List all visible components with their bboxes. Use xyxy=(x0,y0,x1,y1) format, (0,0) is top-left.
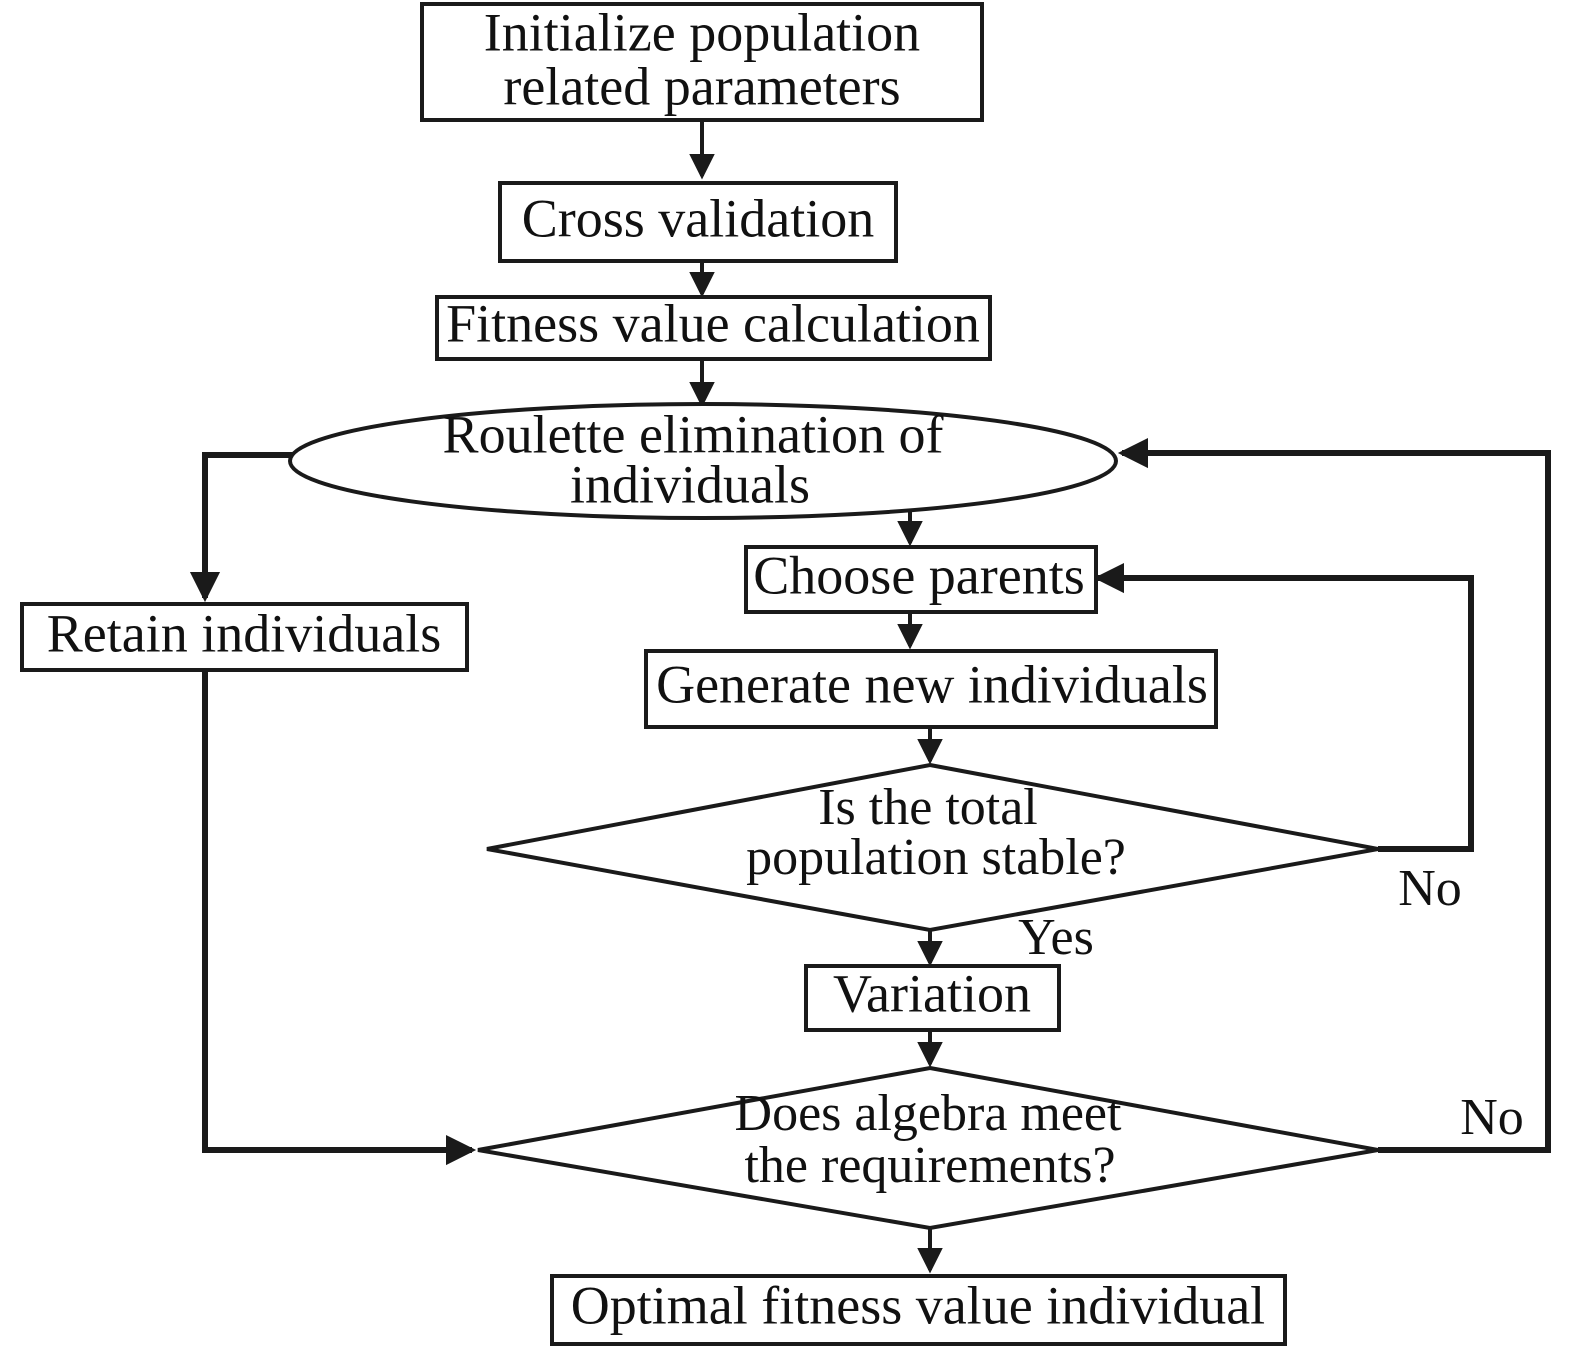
node-variation[interactable]: Variation xyxy=(804,963,1061,1032)
node-population-stable-decision-label-line2: population stable? xyxy=(746,829,1126,886)
edge-retain-to-requirements-decision xyxy=(202,668,477,1166)
node-algebra-requirements-decision-label-line1: Does algebra meet xyxy=(735,1085,1122,1142)
node-initialize-label-line1: Initialize population xyxy=(484,2,920,62)
node-roulette-elimination[interactable]: Roulette elimination of individuals xyxy=(288,402,1118,520)
node-optimal-fitness-individual[interactable]: Optimal fitness value individual xyxy=(550,1274,1287,1346)
edge-requirements-no-to-roulette xyxy=(1117,437,1551,1153)
node-variation-box[interactable] xyxy=(804,964,1061,1032)
node-roulette-elimination-label-line2: individuals xyxy=(570,454,810,514)
node-choose-parents-label: Choose parents xyxy=(753,545,1084,605)
edge-label-stable-no: No xyxy=(1398,860,1462,917)
node-retain-individuals[interactable]: Retain individuals xyxy=(20,602,469,672)
node-algebra-requirements-decision[interactable]: Does algebra meet the requirements? xyxy=(477,1065,1379,1231)
node-generate-new-individuals-label: Generate new individuals xyxy=(656,654,1208,714)
node-optimal-fitness-individual-box[interactable] xyxy=(550,1274,1287,1346)
node-initialize[interactable]: Initialize population related parameters xyxy=(420,2,984,122)
node-generate-new-individuals[interactable]: Generate new individuals xyxy=(644,649,1218,729)
node-cross-validation-label: Cross validation xyxy=(522,188,874,248)
node-algebra-requirements-decision-label-line2: the requirements? xyxy=(744,1137,1115,1194)
edge-label-requirements-no: No xyxy=(1460,1089,1524,1146)
edge-stable-no-to-choose-parents xyxy=(1093,562,1474,852)
node-population-stable-decision[interactable]: Is the total population stable? xyxy=(486,762,1379,933)
node-choose-parents[interactable]: Choose parents xyxy=(744,545,1098,614)
node-population-stable-decision-diamond[interactable] xyxy=(486,762,1379,933)
node-initialize-label-line2: related parameters xyxy=(503,56,900,116)
node-population-stable-decision-label-line1: Is the total xyxy=(818,779,1038,836)
node-roulette-elimination-ellipse[interactable] xyxy=(288,402,1118,520)
node-algebra-requirements-decision-diamond[interactable] xyxy=(477,1065,1379,1231)
node-roulette-elimination-label-line1: Roulette elimination of xyxy=(443,404,944,464)
node-optimal-fitness-individual-label: Optimal fitness value individual xyxy=(571,1275,1265,1335)
node-retain-individuals-box[interactable] xyxy=(20,602,469,672)
node-retain-individuals-label: Retain individuals xyxy=(47,603,441,663)
node-fitness-value-calculation[interactable]: Fitness value calculation xyxy=(435,293,992,361)
node-fitness-value-calculation-box[interactable] xyxy=(435,295,992,361)
node-choose-parents-box[interactable] xyxy=(744,545,1098,614)
node-cross-validation-box[interactable] xyxy=(498,181,898,263)
node-variation-label: Variation xyxy=(833,963,1031,1023)
node-generate-new-individuals-box[interactable] xyxy=(644,649,1218,729)
edge-label-stable-yes: Yes xyxy=(1018,909,1094,966)
node-initialize-box[interactable] xyxy=(420,2,984,122)
node-cross-validation[interactable]: Cross validation xyxy=(498,181,898,263)
node-fitness-value-calculation-label: Fitness value calculation xyxy=(446,293,980,353)
